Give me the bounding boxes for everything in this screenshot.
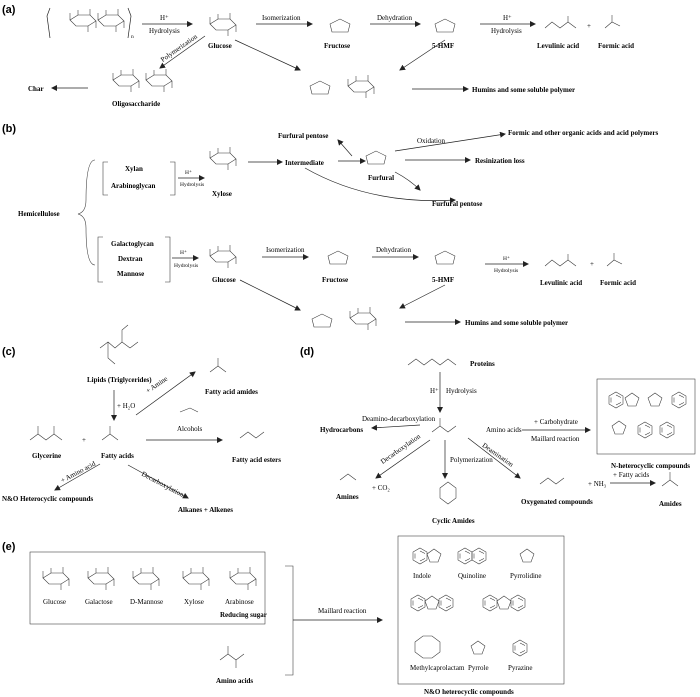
d-cyclic-amides: Cyclic Amides [432,517,475,525]
c-glycerine: Glycerine [32,452,61,460]
panel-b-tag: (b) [2,123,16,135]
e-sugar-4: Arabinose [225,598,254,606]
a-polymerization: Polymerization [159,32,199,63]
e-sugar-2: D-Mannose [130,598,163,606]
a-fructose: Fructose [324,42,350,50]
e-compound-2: Pyrrolidine [510,572,542,580]
e-sugar-0: Glucose [43,598,66,606]
c-fa-esters: Fatty acid esters [232,456,281,464]
e-sugar-1: Galactose [85,598,113,606]
d-maillard: Maillard reaction [531,435,580,443]
d-hetero-box [596,378,696,455]
e-sugar-3: Xylose [184,598,204,606]
d-deamino: Deamino-decarboxylation [362,415,436,423]
b-mannose: Mannose [117,270,144,278]
b-arabino: Arabinoglycan [111,182,155,190]
a-isomerization: Isomerization [262,14,301,22]
d-polymerization: Polymerization [450,456,493,464]
b-fp-top: Furfural pentose [278,132,328,140]
c-alcohols: Alcohols [177,425,203,433]
c-plus: + [82,436,86,444]
b-hydrolysis: Hydrolysis [180,182,204,188]
d-hplus: H⁺ [430,387,439,395]
b-xylan: Xylan [125,165,143,173]
b-intermediate: Intermediate [285,159,324,167]
c-h2o: + H₂O [117,402,135,410]
d-nh3: + NH₃ [588,480,607,488]
d-oxygenated: Oxygenated compounds [521,498,593,506]
a-glucose: Glucose [208,42,232,50]
a-char: Char [28,85,44,93]
a-plus: + [587,22,591,30]
a-levulinic: Levulinic acid [537,42,579,50]
b-levulinic: Levulinic acid [540,279,582,287]
panel-e-tag: (e) [2,541,16,553]
b-isomerization: Isomerization [266,246,305,254]
e-compound-0: Indole [413,572,431,580]
b-hemicellulose: Hemicellulose [18,210,60,218]
b-dehydration: Dehydration [376,246,411,254]
c-fa-amides: Fatty acid amides [205,388,258,396]
b-hplus: H⁺ [185,169,192,176]
panel-c-tag: (c) [2,346,16,358]
e-amino-acids: Amino acids [216,677,253,685]
a-hplus2: H⁺ [503,14,512,22]
b-hydrolysis3: Hydrolysis [494,268,518,274]
d-proteins: Proteins [470,360,495,368]
b-xylose: Xylose [212,190,232,198]
e-compound-4: Pyrrole [468,664,489,672]
b-plus: + [590,260,594,268]
e-compound-5: Pyrazine [508,664,533,672]
b-fp-bottom: Furfural pentose [432,200,482,208]
e-compound-3: Methylcaprolactam [410,664,465,672]
a-oligo: Oligosaccharide [112,100,160,108]
a-humins: Humins and some soluble polymer [472,86,575,94]
a-hydrolysis: Hydrolysis [149,27,180,35]
b-dextran: Dextran [118,255,143,263]
e-compound-box [397,535,565,685]
e-maillard: Maillard reaction [318,607,367,615]
b-furfural: Furfural [368,174,394,182]
a-hplus: H⁺ [160,14,169,22]
d-amides: Amides [659,500,682,508]
d-carbohydrate: + Carbohydrate [534,418,578,426]
e-reducing: Reducing sugar [220,611,267,619]
b-glucose: Glucose [212,276,236,284]
b-hydrolysis2: Hydrolysis [174,263,198,269]
c-alkanes: Alkanes + Alkenes [178,506,233,514]
b-formic: Formic acid [600,279,636,287]
d-hydrocarbons: Hydrocarbons [320,426,363,434]
b-humins: Humins and some soluble polymer [465,319,568,327]
d-n-hetero: N-heterocyclic compounds [611,462,690,470]
b-hplus2: H⁺ [180,249,187,256]
b-galacto: Galactoglycan [111,240,154,248]
c-no-hetero: N&O Heterocyclic compounds [2,495,94,503]
panel-d-tag: (d) [300,346,314,358]
b-formic-other: Formic and other organic acids and acid … [508,129,658,137]
a-hydrolysis2: Hydrolysis [491,27,522,35]
d-amino-acids: Amino acids [486,426,522,434]
a-hmf: 5-HMF [432,42,454,50]
c-decarbox: Decarboxylation [140,470,185,499]
b-hmf: 5-HMF [432,276,454,284]
polymer-subscript: n [131,34,134,40]
c-amino-acid: + Amino acid [59,459,97,484]
c-fatty-acids: Fatty acids [101,452,134,460]
c-lipids: Lipids (Triglycerides) [87,376,152,384]
b-oxidation: Oxidation [417,137,445,145]
d-amines: Amines [336,493,359,501]
e-compound-1: Quinoline [458,572,486,580]
b-fructose: Fructose [322,276,348,284]
b-resin: Resinization loss [475,157,525,165]
d-co2: + CO₂ [372,484,390,492]
a-formic: Formic acid [598,42,634,50]
panel-a-tag: (a) [2,4,16,16]
a-dehydration: Dehydration [377,14,412,22]
e-sugar-box [29,551,266,625]
d-fatty-acids: + Fatty acids [613,471,649,479]
d-hydrolysis: Hydrolysis [446,387,477,395]
e-no-hetero: N&O heterocyclic compounds [424,688,514,696]
b-hplus3: H⁺ [503,255,510,262]
